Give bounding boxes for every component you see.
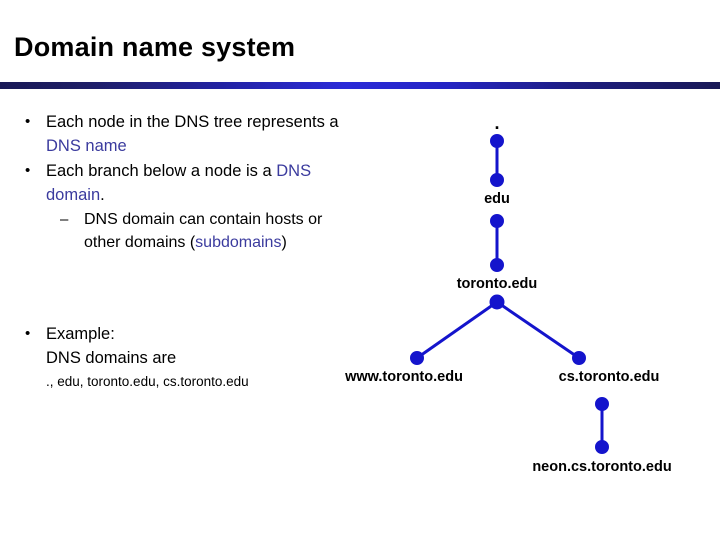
tree-edge-toronto-www — [416, 300, 498, 360]
bullet-3-line-2: DNS domains are — [46, 349, 177, 367]
example-block: • Example: DNS domains are ., edu, toron… — [8, 322, 348, 392]
bullet-2-text: Each branch below a node is a — [46, 162, 277, 180]
tree-node-cs — [572, 351, 586, 365]
bullet-marker: • — [25, 113, 31, 130]
tree-label-neon: neon.cs.toronto.edu — [532, 459, 672, 475]
tree-node-root — [490, 134, 504, 148]
bullet-marker: • — [25, 162, 31, 179]
tree-label-toronto: toronto.edu — [456, 276, 538, 292]
bullet-marker: • — [25, 325, 31, 342]
bullet-1-text: Each node in the DNS tree represents a — [46, 113, 339, 131]
bullet-item-2: • Each branch below a node is a DNS doma… — [8, 159, 348, 207]
bullet-2-highlight: DNS domain — [46, 162, 312, 204]
title-divider-bar — [0, 82, 720, 89]
tree-node-toronto-branch — [489, 294, 505, 310]
example-domain-list: ., edu, toronto.edu, cs.toronto.edu — [46, 374, 249, 389]
tree-label-edu: edu — [484, 191, 510, 207]
sub-bullet-1-text-after: ) — [281, 234, 287, 251]
bullet-item-3: • Example: DNS domains are — [8, 322, 348, 370]
sub-bullet-1-highlight: subdomains — [195, 234, 282, 251]
bullet-item-1: • Each node in the DNS tree represents a… — [8, 110, 348, 158]
page-title: Domain name system — [14, 32, 296, 62]
body-text-column: • Each node in the DNS tree represents a… — [8, 110, 348, 392]
sub-bullet-1-text: DNS domain can contain hosts or other do… — [84, 211, 323, 251]
bullet-2-text-after: . — [100, 186, 105, 204]
sub-bullet-marker: – — [60, 211, 69, 228]
tree-edge-toronto-cs — [496, 300, 580, 360]
tree-node-www — [410, 351, 424, 365]
bullet-3-line-1: Example: — [46, 325, 115, 343]
sub-bullet-item-1: – DNS domain can contain hosts or other … — [8, 208, 348, 254]
tree-node-toronto-top — [490, 258, 504, 272]
tree-label-www: www.toronto.edu — [345, 369, 463, 385]
tree-node-edu-bottom — [490, 214, 504, 228]
tree-label-cs: cs.toronto.edu — [558, 369, 660, 385]
tree-label-root: . — [494, 113, 500, 133]
bullet-1-highlight: DNS name — [46, 137, 127, 155]
tree-node-neon-top — [595, 397, 609, 411]
tree-node-edu-top — [490, 173, 504, 187]
tree-node-neon-bottom — [595, 440, 609, 454]
